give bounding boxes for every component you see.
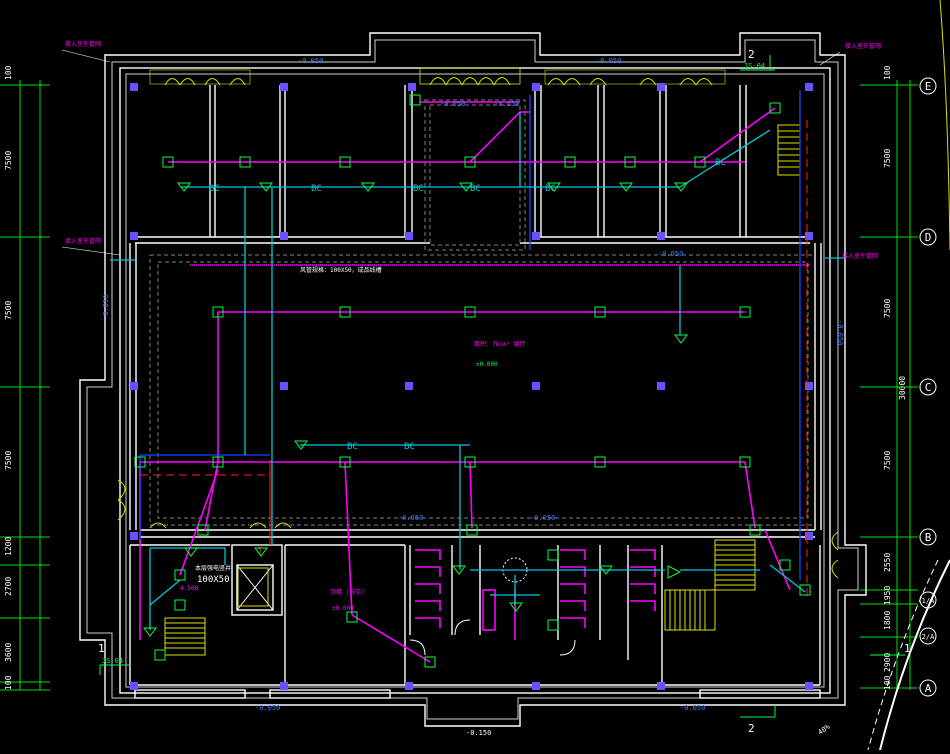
right-dim-5: 1950 [883,586,892,605]
right-dim-4: 2550 [883,553,892,572]
ceiling-elevation: ±0.000 [332,605,354,612]
right-dim-8: 100 [883,675,892,690]
stair-elevation: 4.500 [180,585,198,592]
axis-bubble-c: C [925,381,932,394]
slope-label: 40% [817,722,833,736]
axis-bubble-1a: 1/A [922,597,935,605]
offset-label-4: -0.050 [658,250,683,258]
bc-label-6: BC [347,442,358,452]
bc-label-4: BC [545,184,556,194]
power-circuit-lines [139,101,810,663]
axis-bubble-a: A [925,682,932,695]
electrical-outlets [134,94,811,668]
edge-notes: 接入室外管网 接入室外管网 接入室外管网 接入室外管网 [61,40,881,260]
left-dim-2: 7500 [4,301,13,320]
offset-label-10: -0.050 [836,320,844,345]
ceiling-note: 顶棚 (详见) [330,588,365,596]
edge-note-0: 接入室外管网 [65,40,101,48]
axis-bubble-2a: 2/A [922,633,935,641]
right-dimension-chain: 100 7500 7500 7500 2550 1950 1800 2900 1… [860,65,918,690]
edge-note-2: 接入室外管网 [65,237,101,245]
door-arcs-left [117,479,839,656]
axis-bubble-b: B [925,531,932,544]
offset-label-1: -0.050 [596,57,621,65]
right-dim-1: 7500 [883,149,892,168]
main-hall-ceiling-line [149,254,816,526]
bc-label-7: BC [404,442,415,452]
left-dim-4: 1200 [4,537,13,556]
left-dim-5: 2700 [4,577,13,596]
section-marker-top-sheet: JS-04 [744,62,765,70]
offset-label-9: -0.050 [102,295,110,320]
cable-lines [110,112,845,630]
left-dim-6: 3600 [4,643,13,662]
window-arcs-top [149,67,726,86]
blue-circuit-lines [139,90,801,580]
offset-label-2: -0.050 [440,100,465,108]
red-lines [140,120,808,600]
axis-bubble-d: D [925,231,932,244]
staircases [164,124,801,656]
offset-label-5: -0.050 [398,514,423,522]
interior-walls-hall [129,243,822,538]
left-dim-0: 100 [4,65,13,80]
interior-walls-bottom [129,544,821,699]
section-marker-bottom-number: 2 [748,722,755,735]
bc-labels: BC BC BC BC BC BC BC BC [209,158,726,452]
right-dim-6: 1800 [883,611,892,630]
bc-label-5: BC [715,158,726,168]
bc-label-3: BC [470,184,481,194]
road-edge-curve [879,559,950,751]
offset-label-0: -0.050 [298,57,323,65]
pipe-note: 本层强电竖井 [195,564,231,572]
bc-label-1: BC [311,184,322,194]
wall-offset-labels: -0.050 -0.050 -0.050 -0.050 -0.050 -0.05… [102,57,844,712]
bc-label-2: BC [413,184,424,194]
room-center-label: 面积：781m² 展厅 [474,340,526,348]
right-dim-3: 7500 [883,451,892,470]
section-marker-left-number: 1 [98,642,105,655]
cable-drop-markers [143,182,688,637]
right-dim-0: 100 [883,65,892,80]
structural-columns [130,83,813,690]
bottom-elevation: -0.150 [466,729,491,737]
section-marker-right-number: 1 [904,642,911,655]
room-elevation: ±0.000 [476,361,498,368]
toilet-stalls [415,549,656,631]
right-dim-7: 2900 [883,653,892,672]
total-dimension: 30000 [898,376,907,400]
edge-note-3: 接入室外管网 [842,252,878,260]
axis-bubble-e: E [925,80,932,93]
offset-label-7: -0.050 [255,704,280,712]
pipe-size-label: 100X50 [197,575,230,585]
grid-axis-lines [860,84,918,538]
offset-label-8: -0.050 [680,704,705,712]
bc-label-0: BC [209,184,220,194]
annotations: 风管规格：100X50，成品线槽 面积：781m² 展厅 ±0.000 顶棚 (… [180,266,832,737]
offset-label-3: -0.050 [494,100,519,108]
site-boundary-curve [939,0,950,251]
offset-label-6: -0.050 [530,514,555,522]
axis-bubbles: E D C B 1/A 2/A A [919,77,937,697]
left-dimension-chain: 100 7500 7500 7500 1200 2700 3600 100 [0,65,50,691]
left-dim-3: 7500 [4,451,13,470]
section-marker-left-sheet: JS-04 [102,657,123,665]
left-dim-1: 7500 [4,151,13,170]
left-dim-7: 100 [4,675,13,690]
edge-note-1: 接入室外管网 [845,42,881,50]
duct-note: 风管规格：100X50，成品线槽 [300,266,382,274]
right-dim-2: 7500 [883,299,892,318]
interior-walls-top [135,85,810,251]
exterior-walls [79,32,867,727]
section-markers: 2 JS-04 1 JS-04 1 2 [98,48,911,735]
section-marker-top-number: 2 [748,48,755,61]
